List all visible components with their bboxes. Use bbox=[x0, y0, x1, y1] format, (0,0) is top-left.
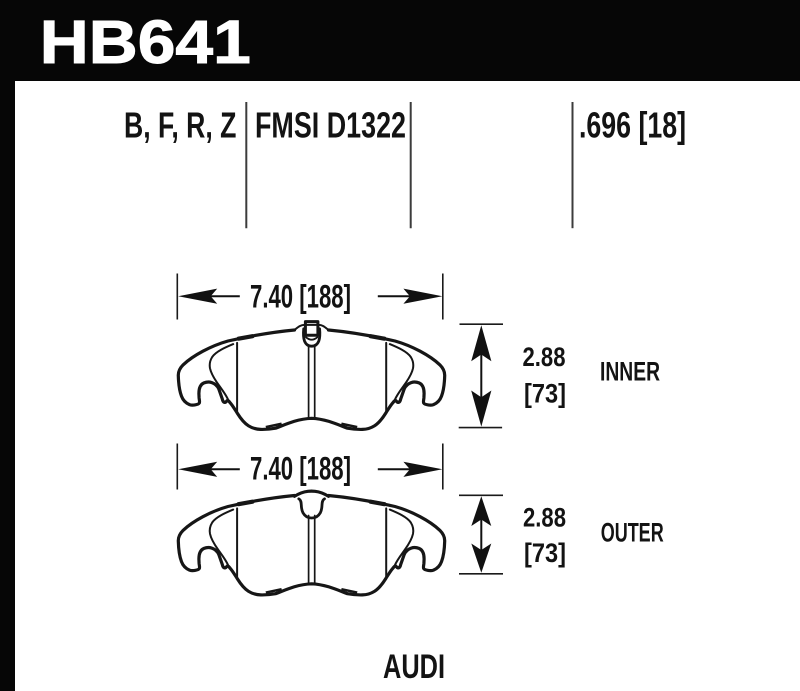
svg-text:HB641: HB641 bbox=[40, 8, 251, 77]
svg-text:FMSI D1322: FMSI D1322 bbox=[255, 105, 406, 146]
svg-text:.696 [18]: .696 [18] bbox=[579, 105, 686, 146]
svg-text:7.40 [188]: 7.40 [188] bbox=[250, 451, 351, 487]
svg-text:[73]: [73] bbox=[524, 378, 566, 408]
svg-text:2.88: 2.88 bbox=[523, 342, 566, 372]
svg-text:[73]: [73] bbox=[524, 538, 566, 568]
svg-text:B, F, R, Z: B, F, R, Z bbox=[124, 105, 236, 146]
svg-text:OUTER: OUTER bbox=[601, 517, 664, 547]
svg-text:INNER: INNER bbox=[600, 356, 660, 386]
svg-text:AUDI: AUDI bbox=[383, 648, 445, 686]
svg-text:2.88: 2.88 bbox=[523, 502, 566, 532]
svg-text:7.40 [188]: 7.40 [188] bbox=[250, 279, 351, 315]
